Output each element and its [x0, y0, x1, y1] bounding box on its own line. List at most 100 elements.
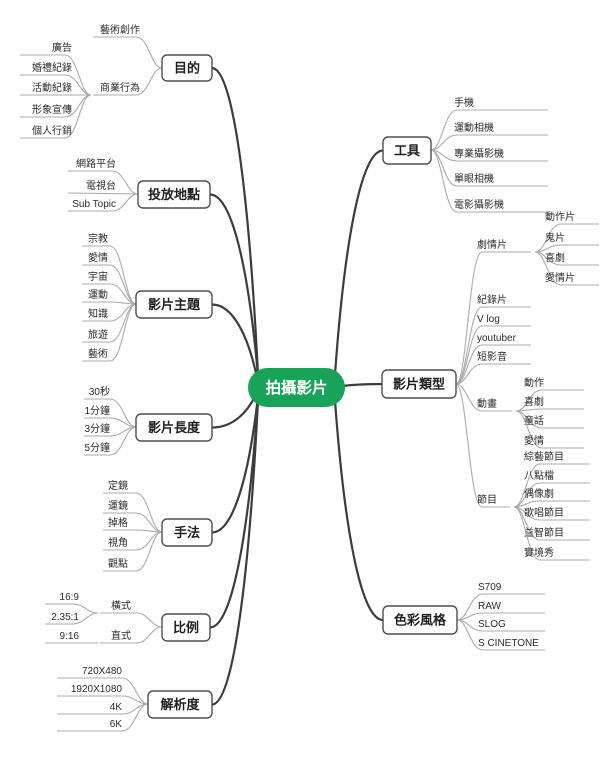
- subtopic-label[interactable]: 2.35:1: [51, 612, 79, 623]
- subtopic-label[interactable]: youtuber: [477, 333, 517, 344]
- subtopic-label[interactable]: 喜劇: [524, 395, 544, 408]
- subtopic-label[interactable]: 藝術: [88, 347, 108, 360]
- subtopic-label[interactable]: 專業攝影機: [454, 147, 504, 160]
- root-topic-label[interactable]: 拍攝影片: [265, 378, 327, 397]
- subtopic-label[interactable]: 婚禮紀錄: [32, 61, 72, 74]
- topic-label-theme[interactable]: 影片主題: [148, 297, 201, 312]
- subtopic-line: [513, 463, 590, 508]
- subtopic-label[interactable]: 單眼相機: [454, 172, 494, 185]
- subtopic-label[interactable]: 3分鐘: [84, 422, 110, 435]
- topic-box-resolution[interactable]: [147, 690, 213, 719]
- subtopic-label[interactable]: 鬼片: [545, 231, 565, 244]
- main-branch-placement: [208, 193, 260, 378]
- subtopic-line: [45, 612, 99, 625]
- topic-label-genre[interactable]: 影片類型: [393, 377, 445, 392]
- topic-box-length[interactable]: [135, 413, 213, 442]
- subtopic-label[interactable]: 動作: [524, 376, 544, 389]
- subtopic-label[interactable]: 掉格: [108, 516, 128, 529]
- subtopic-label[interactable]: 電影攝影機: [454, 198, 504, 211]
- subtopic-label[interactable]: 紀錄片: [477, 293, 507, 306]
- subtopic-line: [534, 251, 599, 286]
- subtopic-label[interactable]: 4K: [110, 702, 123, 713]
- topic-box-purpose[interactable]: [161, 54, 213, 82]
- subtopic-label[interactable]: 6K: [110, 719, 123, 730]
- subtopic-label[interactable]: 節目: [477, 493, 497, 506]
- topic-box-theme[interactable]: [135, 290, 213, 319]
- topic-label-ratio[interactable]: 比例: [173, 620, 199, 635]
- topic-label-length[interactable]: 影片長度: [148, 420, 201, 435]
- subtopic-label[interactable]: 劇情片: [477, 238, 507, 251]
- subtopic-label[interactable]: 愛情片: [545, 271, 575, 284]
- subtopic-label[interactable]: RAW: [478, 601, 502, 612]
- subtopic-label[interactable]: 八點檔: [524, 469, 554, 482]
- subtopic-label[interactable]: 綜藝節目: [524, 450, 564, 463]
- subtopic-label[interactable]: 動作片: [545, 210, 575, 223]
- subtopic-label[interactable]: S CINETONE: [478, 638, 539, 649]
- subtopic-line: [93, 67, 163, 96]
- subtopic-line: [430, 134, 548, 151]
- subtopic-label[interactable]: 商業行為: [100, 81, 140, 94]
- subtopic-label[interactable]: 網路平台: [76, 157, 116, 170]
- topic-label-technique[interactable]: 手法: [174, 525, 200, 540]
- topic-box-ratio[interactable]: [161, 613, 211, 642]
- topic-box-colorstyle[interactable]: [382, 605, 458, 635]
- topic-label-tools[interactable]: 工具: [394, 143, 420, 158]
- subtopic-label[interactable]: 愛情: [88, 251, 108, 264]
- subtopic-label[interactable]: 旅遊: [88, 328, 108, 341]
- subtopic-label[interactable]: 視角: [108, 536, 128, 549]
- subtopic-label[interactable]: 電視台: [86, 179, 116, 192]
- subtopic-label[interactable]: 30秒: [89, 385, 110, 398]
- subtopic-label[interactable]: 喜劇: [545, 251, 565, 264]
- subtopic-label[interactable]: 運鏡: [108, 499, 128, 512]
- subtopic-label[interactable]: 歌唱節目: [524, 506, 564, 519]
- subtopic-label[interactable]: V log: [477, 314, 500, 325]
- subtopic-label[interactable]: 運動: [88, 288, 108, 301]
- subtopic-line: [103, 529, 163, 533]
- subtopic-label[interactable]: 愛情: [524, 434, 544, 447]
- subtopic-label[interactable]: 藝術創作: [100, 23, 140, 36]
- subtopic-label[interactable]: 童話: [524, 414, 544, 427]
- subtopic-label[interactable]: 實境秀: [524, 546, 554, 559]
- subtopic-label[interactable]: 手機: [454, 96, 474, 109]
- subtopic-label[interactable]: 益智節目: [524, 526, 564, 539]
- subtopic-label[interactable]: 偶像劇: [524, 487, 554, 500]
- topic-box-technique[interactable]: [161, 518, 213, 547]
- subtopic-label[interactable]: 9:16: [60, 631, 80, 642]
- subtopic-line: [455, 344, 531, 385]
- topic-box-genre[interactable]: [381, 369, 457, 399]
- subtopic-label[interactable]: 16:9: [60, 592, 80, 603]
- main-branch-colorstyle: [333, 399, 385, 622]
- subtopic-label[interactable]: 廣告: [52, 41, 72, 54]
- subtopic-label[interactable]: 運動相機: [454, 121, 494, 134]
- topic-label-resolution[interactable]: 解析度: [159, 697, 200, 712]
- subtopic-label[interactable]: 720X480: [82, 666, 122, 677]
- subtopic-label[interactable]: 橫式: [111, 599, 131, 612]
- subtopic-line: [513, 500, 590, 508]
- topic-box-placement[interactable]: [137, 180, 211, 209]
- subtopic-line: [20, 74, 92, 96]
- subtopic-label[interactable]: 知識: [88, 307, 108, 320]
- root-topic[interactable]: [248, 368, 345, 407]
- subtopic-label[interactable]: 5分鐘: [84, 441, 110, 454]
- subtopic-label[interactable]: 宇宙: [88, 270, 108, 283]
- subtopic-label[interactable]: 短影音: [477, 350, 507, 363]
- subtopic-label[interactable]: 觀點: [108, 557, 128, 570]
- subtopic-label[interactable]: 形象宣傳: [32, 103, 72, 116]
- topic-label-colorstyle[interactable]: 色彩風格: [394, 613, 447, 628]
- subtopic-label[interactable]: Sub Topic: [72, 199, 116, 210]
- topic-label-purpose[interactable]: 目的: [174, 61, 200, 76]
- subtopic-label[interactable]: 個人行銷: [32, 124, 72, 137]
- subtopic-label[interactable]: 動畫: [477, 397, 497, 410]
- subtopic-label[interactable]: SLOG: [478, 619, 506, 630]
- topic-label-placement[interactable]: 投放地點: [148, 187, 200, 202]
- subtopic-label[interactable]: 1920X1080: [71, 684, 123, 695]
- subtopic-line: [84, 398, 137, 428]
- subtopic-label[interactable]: 直式: [111, 629, 131, 642]
- subtopic-label[interactable]: 定鏡: [108, 479, 128, 492]
- subtopic-label[interactable]: 1分鐘: [84, 404, 110, 417]
- subtopic-label[interactable]: 宗教: [88, 232, 108, 245]
- topic-box-tools[interactable]: [382, 136, 432, 165]
- subtopic-line: [68, 170, 139, 195]
- subtopic-label[interactable]: S709: [478, 582, 502, 593]
- subtopic-label[interactable]: 活動紀錄: [32, 81, 72, 94]
